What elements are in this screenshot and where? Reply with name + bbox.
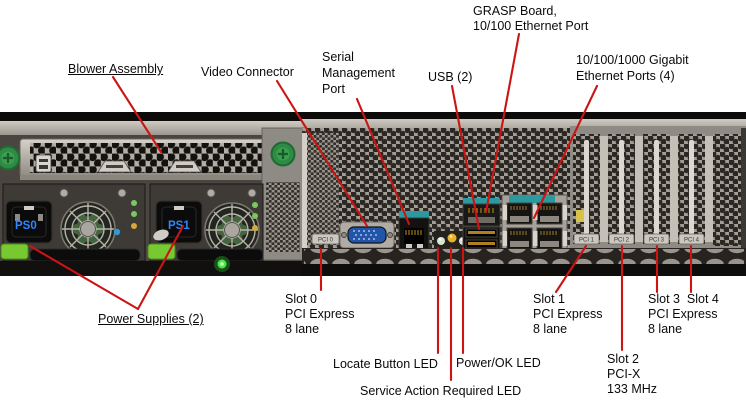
gigabit-ethernet-ports (501, 194, 568, 253)
slot-tab-pci1: PCI 1 (579, 238, 595, 244)
callout-line-ps1 (136, 224, 185, 311)
serial-management-port (398, 211, 430, 252)
callout-service-action-required-led: Service Action Required LED (360, 384, 522, 398)
callout-line-serial (355, 97, 411, 226)
psu-fan-icon (60, 201, 116, 257)
callout-line-usb (450, 84, 481, 231)
callout-usb: USB (2) (428, 70, 473, 84)
usb-ports (462, 226, 501, 252)
callout-line-ps0 (28, 244, 140, 311)
slot-tab-pci2: PCI 2 (614, 238, 630, 244)
bottom-rail (302, 248, 746, 276)
callout-grasp-board: GRASP Board, 10/100 Ethernet Port (473, 4, 589, 33)
psu-status-led (252, 202, 258, 208)
left-chassis: PS0 PS1 (0, 127, 305, 276)
callout-line-blower (111, 75, 163, 154)
callout-slot1: Slot 1 PCI Express 8 lane (533, 292, 603, 336)
psu-status-led (131, 211, 137, 217)
psu-status-led (131, 200, 137, 206)
slot-tab-pci3: PCI 3 (649, 238, 665, 244)
pci-slot-covers: PCI 1 PCI 2 PCI 3 PCI 4 (570, 126, 746, 252)
video-connector (339, 221, 395, 249)
service-action-led (447, 233, 457, 243)
pci-slot0-cover: PCI 0 (302, 133, 340, 249)
power-supply-ps1: PS1 (147, 183, 264, 262)
callout-video-connector: Video Connector (201, 65, 294, 79)
callout-lines (28, 32, 693, 382)
callout-locate-button-led: Locate Button LED (333, 357, 438, 371)
psu-label-ps1: PS1 (168, 220, 190, 232)
slot-tab-pci0: PCI 0 (318, 238, 334, 244)
psu-status-led (252, 225, 258, 231)
locate-led (437, 237, 445, 245)
net-port-tabs (502, 205, 567, 246)
system-power-led (214, 256, 230, 272)
callout-power-ok-led: Power/OK LED (456, 356, 541, 370)
blower-assembly (0, 138, 295, 180)
callout-line-gigabit (532, 84, 599, 220)
power-supply-ps0: PS0 (0, 183, 146, 262)
callout-blower-assembly: Blower Assembly (68, 62, 164, 76)
io-panel: PCI 0 (302, 128, 570, 253)
grasp-ethernet-port (462, 198, 501, 227)
callout-slot0: Slot 0 PCI Express 8 lane (285, 292, 355, 336)
callout-slot2: Slot 2 PCI-X 133 MHz (607, 352, 658, 396)
callout-line-video (275, 79, 369, 228)
psu-label-ps0: PS0 (15, 220, 37, 232)
callout-line-grasp (484, 32, 521, 214)
callout-serial-management-port: Serial Management Port (322, 50, 395, 96)
chassis-divider (261, 127, 305, 261)
psu-latch-ps0 (0, 243, 29, 260)
callout-line-slot1 (554, 244, 588, 294)
callout-gigabit-ethernet: 10/100/1000 Gigabit Ethernet Ports (4) (576, 53, 689, 83)
callout-slot3-slot4: Slot 3 Slot 4 PCI Express 8 lane (648, 292, 719, 336)
thumbscrew-icon (0, 145, 21, 171)
psu-status-led (252, 213, 258, 219)
ac-inlet-ps0 (5, 200, 53, 244)
label-plate-icon (35, 154, 52, 173)
psu-status-led (131, 223, 137, 229)
callout-power-supplies: Power Supplies (2) (98, 312, 204, 326)
slot-tab-pci4: PCI 4 (684, 238, 700, 244)
thumbscrew-icon (270, 141, 296, 167)
